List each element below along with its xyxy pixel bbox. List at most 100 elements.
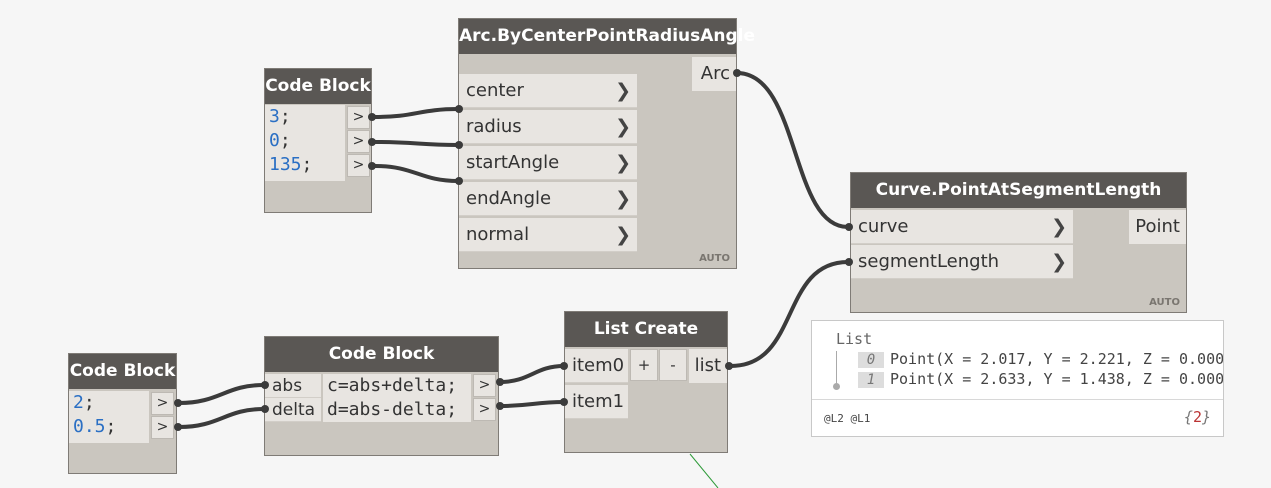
wire-cb2-abs [178,383,265,405]
code-line: 3; [269,106,291,127]
port-label: item1 [572,391,625,412]
chevron-right-icon: ❯ [615,80,631,102]
node-title: Arc.ByCenterPointRadiusAngle [459,19,755,54]
chevron-right-icon: ❯ [1051,251,1067,273]
port-label: abs [272,376,303,396]
code-editor[interactable]: 3; 0; 135; [265,105,345,181]
curve-point-at-segment-length-node[interactable]: Curve.PointAtSegmentLength curve ❯ segme… [850,172,1187,313]
preview-list-item: 0 Point(X = 2.017, Y = 2.221, Z = 0.000) [858,350,1224,368]
output-port[interactable]: > [347,130,370,153]
input-port-delta[interactable]: delta [265,398,321,422]
port-connector[interactable] [261,381,269,389]
port-connector[interactable] [455,177,463,185]
node-title: Curve.PointAtSegmentLength [851,173,1186,208]
port-connector[interactable] [845,258,853,266]
output-port[interactable]: > [347,154,370,177]
lacing-label: AUTO [1149,297,1180,308]
code-line: d=abs-delta; [327,399,458,420]
code-line: 135; [269,154,313,175]
port-connector[interactable] [261,405,269,413]
port-connector[interactable] [725,362,733,370]
code-editor[interactable]: 2; 0.5; [69,391,149,443]
code-block-node[interactable]: Code Block 2; 0.5; > > [68,353,177,474]
port-connector[interactable] [733,69,741,77]
input-port-item1[interactable]: item1 [565,385,628,419]
input-port-startangle[interactable]: startAngle ❯ [459,146,637,180]
output-port[interactable]: > [473,374,496,397]
code-block-node[interactable]: Code Block 3; 0; 135; > > > [264,68,372,213]
output-port[interactable]: > [473,398,496,421]
chevron-right-icon: ❯ [615,188,631,210]
port-connector[interactable] [368,113,376,121]
item-value: Point(X = 2.017, Y = 2.221, Z = 0.000) [890,350,1224,368]
output-port-point[interactable]: Point [1129,210,1186,244]
output-port[interactable]: > [151,392,174,415]
output-port[interactable]: > [347,106,370,129]
node-title: Code Block [69,354,176,389]
list-levels[interactable]: @L2 @L1 [824,412,871,425]
code-line: 0.5; [73,416,117,437]
node-title: Code Block [265,337,498,372]
port-label: startAngle [466,152,560,173]
item-count: {2} [1183,408,1211,426]
tree-node-icon [833,383,840,390]
port-connector[interactable] [174,423,182,431]
output-port-arc[interactable]: Arc [692,57,736,91]
input-port-radius[interactable]: radius ❯ [459,110,637,144]
list-index: 0 [858,352,884,368]
wire-cb1-radius [374,107,459,119]
input-port-abs[interactable]: abs [265,374,321,398]
output-port-list[interactable]: list [689,349,727,383]
wire-cb1-endangle [374,164,459,183]
wire-cb3-item1 [499,400,565,408]
wire-cb1-startangle [374,140,459,147]
port-connector[interactable] [496,402,504,410]
port-connector[interactable] [455,105,463,113]
port-label: radius [466,116,522,137]
arc-by-center-point-radius-angle-node[interactable]: Arc.ByCenterPointRadiusAngle center ❯ ra… [458,18,755,269]
code-block-node[interactable]: Code Block abs delta c=abs+delta; d=abs-… [264,336,499,456]
code-line: 0; [269,130,291,151]
chevron-right-icon: ❯ [615,116,631,138]
input-port-curve[interactable]: curve ❯ [851,210,1073,244]
port-connector[interactable] [845,223,853,231]
preview-list-header: List [836,330,873,348]
port-label: curve [858,216,909,237]
input-port-center[interactable]: center ❯ [459,74,637,108]
port-connector[interactable] [368,162,376,170]
axis-line [689,453,719,488]
input-port-endangle[interactable]: endAngle ❯ [459,182,637,216]
wire-list-segmentlength [730,260,849,368]
port-connector[interactable] [455,141,463,149]
wire-cb3-item0 [499,364,565,384]
port-connector[interactable] [560,362,568,370]
remove-input-button[interactable]: - [659,349,687,381]
chevron-right-icon: ❯ [1051,216,1067,238]
node-title: List Create [565,312,727,347]
node-title: Code Block [265,69,371,104]
port-connector[interactable] [560,398,568,406]
lacing-label: AUTO [699,253,730,264]
port-connector[interactable] [496,378,504,386]
port-label: endAngle [466,188,552,209]
port-label: item0 [572,355,625,376]
port-connector[interactable] [368,138,376,146]
input-port-segmentlength[interactable]: segmentLength ❯ [851,245,1073,279]
preview-footer: @L2 @L1 {2} [812,399,1223,436]
add-input-button[interactable]: + [630,349,658,381]
wire-cb2-delta [178,407,265,429]
chevron-right-icon: ❯ [615,152,631,174]
list-create-node[interactable]: List Create item0 item1 + - list [564,311,728,453]
chevron-right-icon: ❯ [615,224,631,246]
input-port-normal[interactable]: normal ❯ [459,218,637,252]
port-connector[interactable] [174,399,182,407]
input-port-item0[interactable]: item0 [565,349,628,383]
port-label: delta [272,400,316,420]
output-port[interactable]: > [151,416,174,439]
port-label: center [466,80,524,101]
port-label: segmentLength [858,251,1000,272]
output-preview-bubble[interactable]: List 0 Point(X = 2.017, Y = 2.221, Z = 0.… [811,320,1224,437]
code-editor[interactable]: c=abs+delta; d=abs-delta; [323,374,471,422]
